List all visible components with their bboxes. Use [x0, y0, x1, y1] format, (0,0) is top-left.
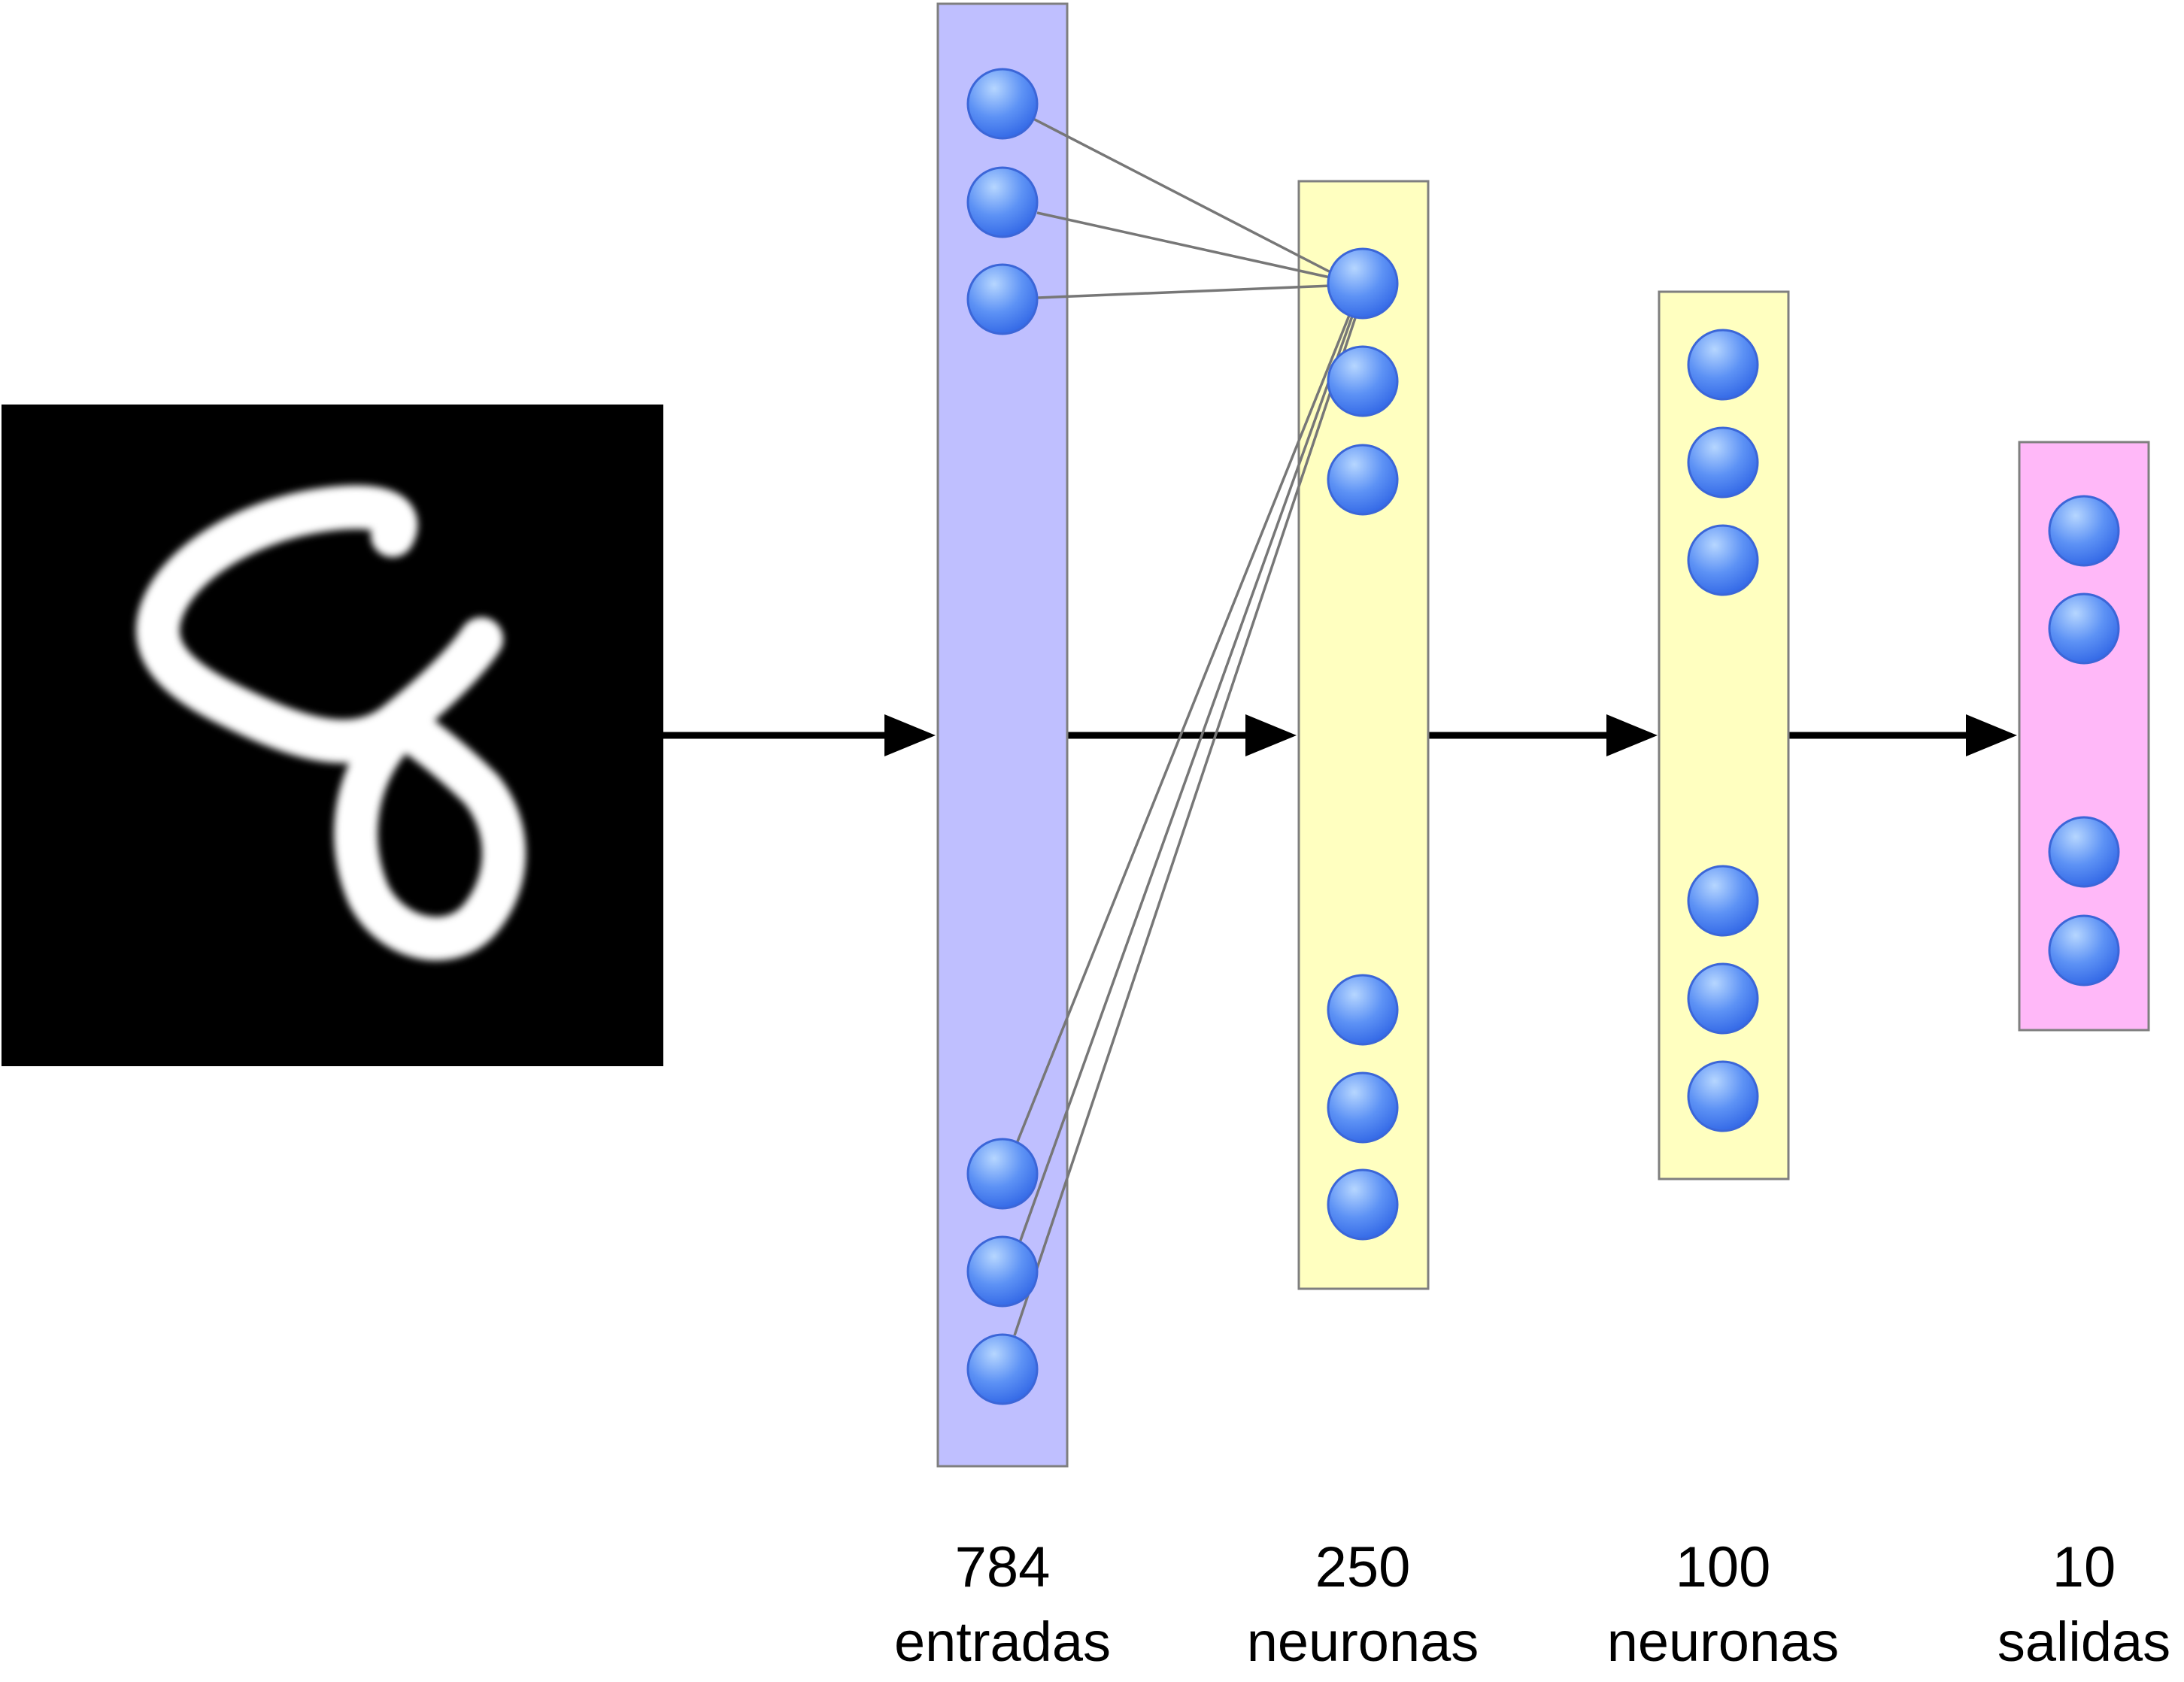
neuron — [1327, 1168, 1399, 1241]
neuron — [2048, 816, 2120, 888]
input-layer-count: 784 — [955, 1535, 1051, 1599]
neuron — [1687, 1060, 1759, 1132]
flow-arrows — [663, 714, 2017, 756]
neuron — [1687, 329, 1759, 401]
connections — [1013, 117, 1357, 1336]
neuron — [966, 68, 1039, 140]
hidden-layer-2-box — [1658, 290, 1790, 1180]
arrow-image-to-input — [663, 714, 936, 756]
hidden-layer-1-unit: neuronas — [1247, 1611, 1479, 1673]
neuron — [1327, 974, 1399, 1046]
hidden-layer-2-unit: neuronas — [1607, 1611, 1840, 1673]
neuron — [2048, 495, 2120, 567]
neuron — [1687, 962, 1759, 1035]
neuron — [1687, 865, 1759, 937]
arrow-input-to-hidden1 — [1066, 714, 1297, 756]
input-layer-box — [936, 2, 1069, 1468]
neuron — [1327, 1071, 1399, 1144]
hidden-layer-1-neurons — [1327, 247, 1399, 1241]
output-layer-count: 10 — [2052, 1535, 2116, 1599]
connection-line — [1033, 117, 1336, 276]
neurons — [966, 68, 2120, 1405]
neuron — [966, 1235, 1039, 1308]
neuron — [2048, 592, 2120, 665]
arrow-hidden2-to-output — [1788, 714, 2017, 756]
neuron — [1327, 444, 1399, 516]
connection-line — [1018, 311, 1355, 1245]
input-layer-neurons — [966, 68, 1039, 1405]
connection-line — [1037, 284, 1332, 299]
neuron — [966, 166, 1039, 238]
connection-line — [1036, 211, 1334, 280]
neuron — [1327, 247, 1399, 320]
output-layer-unit: salidas — [1997, 1611, 2170, 1673]
digit-stroke — [136, 485, 526, 961]
hidden-layer-1-count: 250 — [1315, 1535, 1411, 1599]
neuron — [966, 1138, 1039, 1210]
neuron — [1687, 524, 1759, 596]
neuron — [966, 1333, 1039, 1405]
connection-line — [1015, 309, 1353, 1146]
output-layer-neurons — [2048, 495, 2120, 986]
connection-line — [1013, 315, 1357, 1336]
neuron — [966, 263, 1039, 335]
input-layer-unit: entradas — [894, 1611, 1111, 1673]
neuron — [2048, 914, 2120, 986]
neuron — [1327, 345, 1399, 417]
input-digit-image — [2, 405, 663, 1066]
layer-labels: 784 entradas 250 neuronas 100 neuronas 1… — [894, 1535, 2170, 1673]
neuron — [1687, 426, 1759, 499]
hidden-layer-2-neurons — [1687, 329, 1759, 1132]
arrow-hidden1-to-hidden2 — [1427, 714, 1658, 756]
hidden-layer-2-count: 100 — [1676, 1535, 1771, 1599]
